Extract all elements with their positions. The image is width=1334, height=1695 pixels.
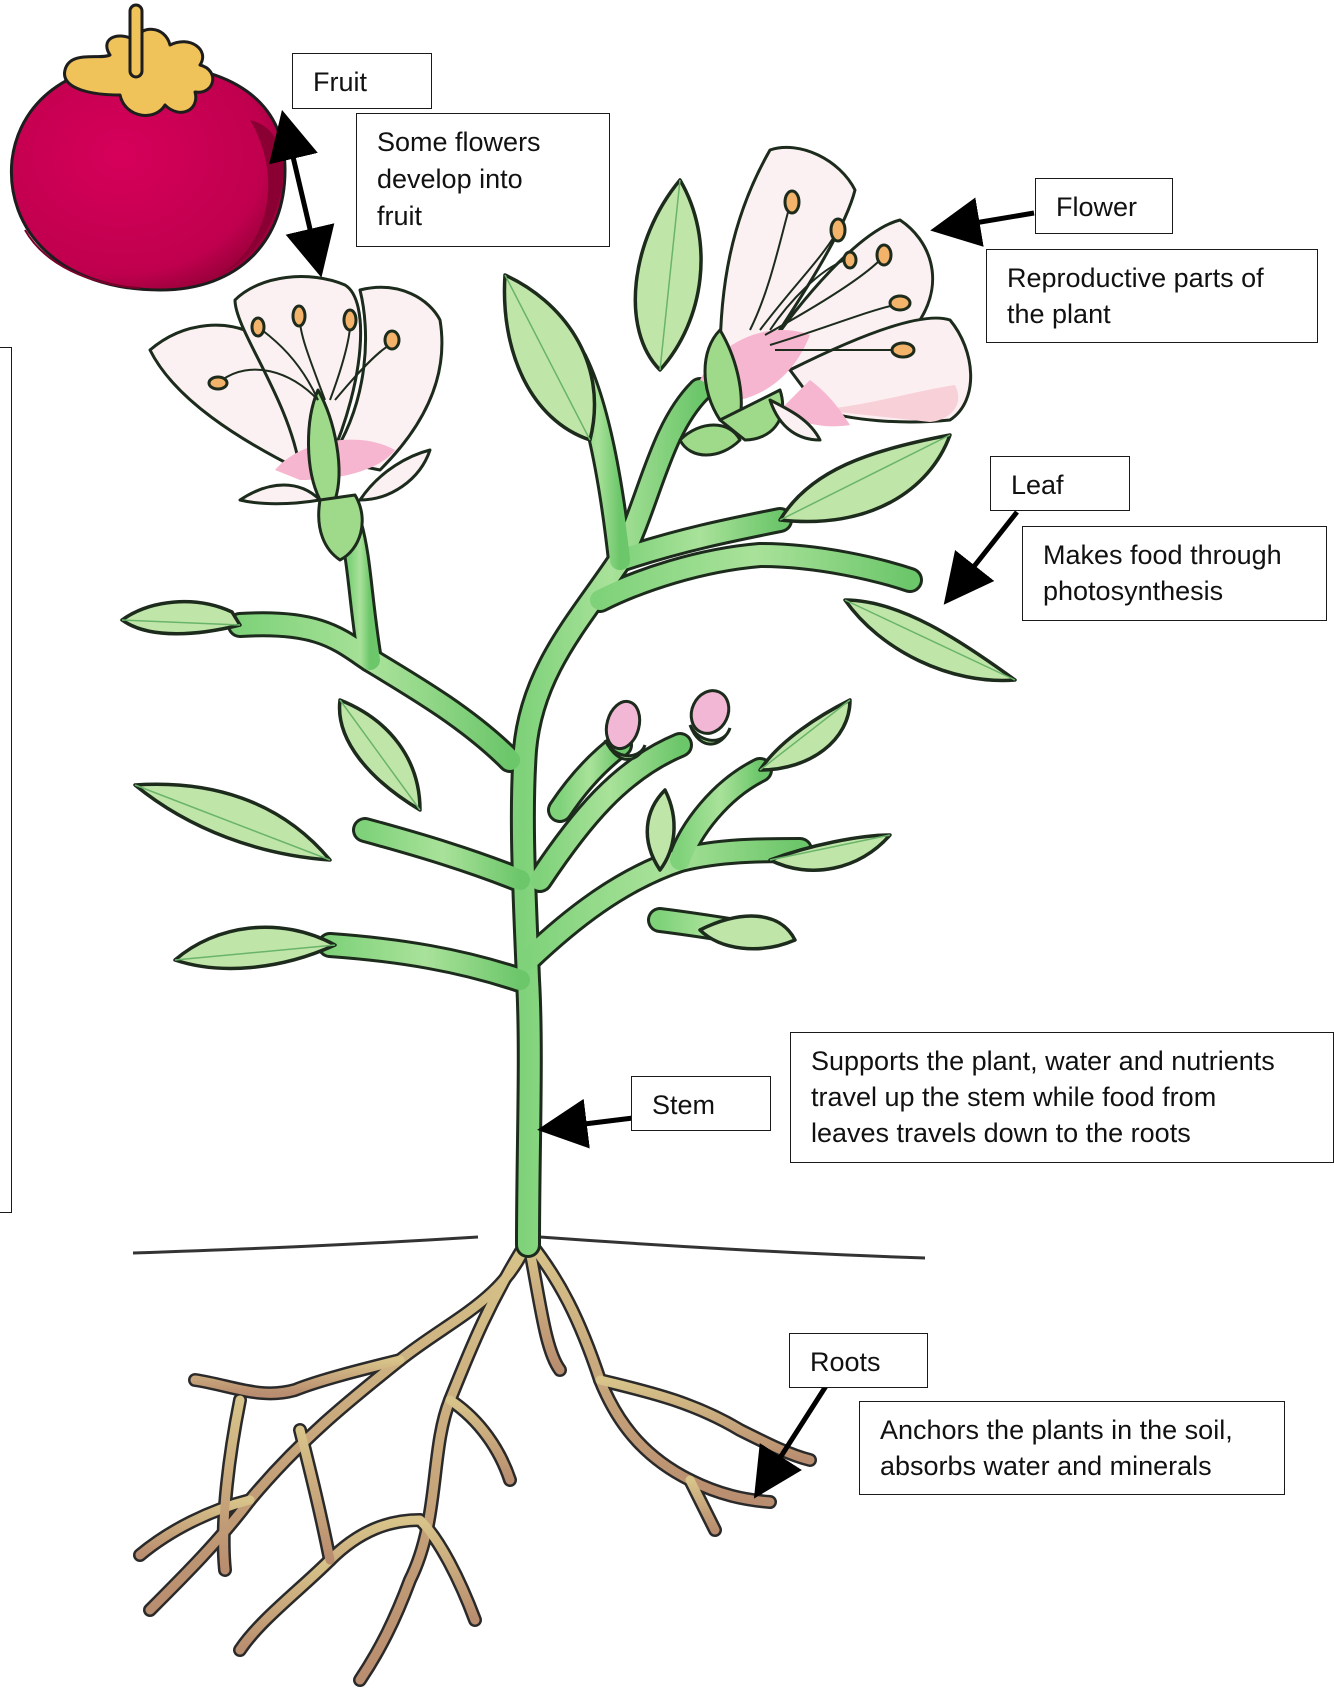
leaf-arrow (953, 512, 1017, 593)
fruit-description-line-3: fruit (377, 198, 589, 235)
stem-description-line-3: leaves travels down to the roots (811, 1115, 1313, 1151)
roots-label-text: Roots (810, 1344, 907, 1380)
roots-description-line-1: Anchors the plants in the soil, (880, 1412, 1264, 1448)
roots-arrow (762, 1386, 826, 1486)
flower-arrow (945, 213, 1034, 228)
flower-label: Flower (1035, 178, 1173, 234)
roots-description-line-2: absorbs water and minerals (880, 1448, 1264, 1484)
leaf-upper-left-of-flower (635, 180, 701, 370)
fruit-description-line-1: Some flowers (377, 124, 589, 161)
stem-label-text: Stem (652, 1087, 750, 1123)
fruit-label: Fruit (292, 53, 432, 109)
leaf-description-line-1: Makes food through (1043, 537, 1306, 573)
flower-description-line-1: Reproductive parts of (1007, 260, 1297, 296)
leaf-description: Makes food through photosynthesis (1022, 526, 1327, 621)
fruit-description-line-2: develop into (377, 161, 589, 198)
roots-drawing (140, 1240, 810, 1680)
right-flower (680, 147, 971, 455)
leaf-label-text: Leaf (1011, 467, 1109, 503)
stem-label: Stem (631, 1076, 771, 1131)
flower-label-text: Flower (1056, 189, 1152, 225)
roots-description: Anchors the plants in the soil, absorbs … (859, 1401, 1285, 1495)
fruit-arrow (290, 144, 318, 263)
stem-description-line-1: Supports the plant, water and nutrients (811, 1043, 1313, 1079)
stem-description: Supports the plant, water and nutrients … (790, 1032, 1334, 1163)
flower-description-line-2: the plant (1007, 296, 1297, 332)
fruit-label-text: Fruit (313, 64, 411, 100)
leaf-label: Leaf (990, 456, 1130, 511)
stem-description-line-2: travel up the stem while food from (811, 1079, 1313, 1115)
left-bracket-line (0, 347, 12, 1213)
leaf-left-small (122, 602, 240, 634)
leaf-description-line-2: photosynthesis (1043, 573, 1306, 609)
stem-arrow (552, 1118, 633, 1128)
flower-description: Reproductive parts of the plant (986, 249, 1318, 343)
left-flower (150, 277, 442, 560)
roots-label: Roots (789, 1333, 928, 1388)
fruit-description: Some flowers develop into fruit (356, 113, 610, 247)
fruit-drawing (11, 5, 285, 290)
